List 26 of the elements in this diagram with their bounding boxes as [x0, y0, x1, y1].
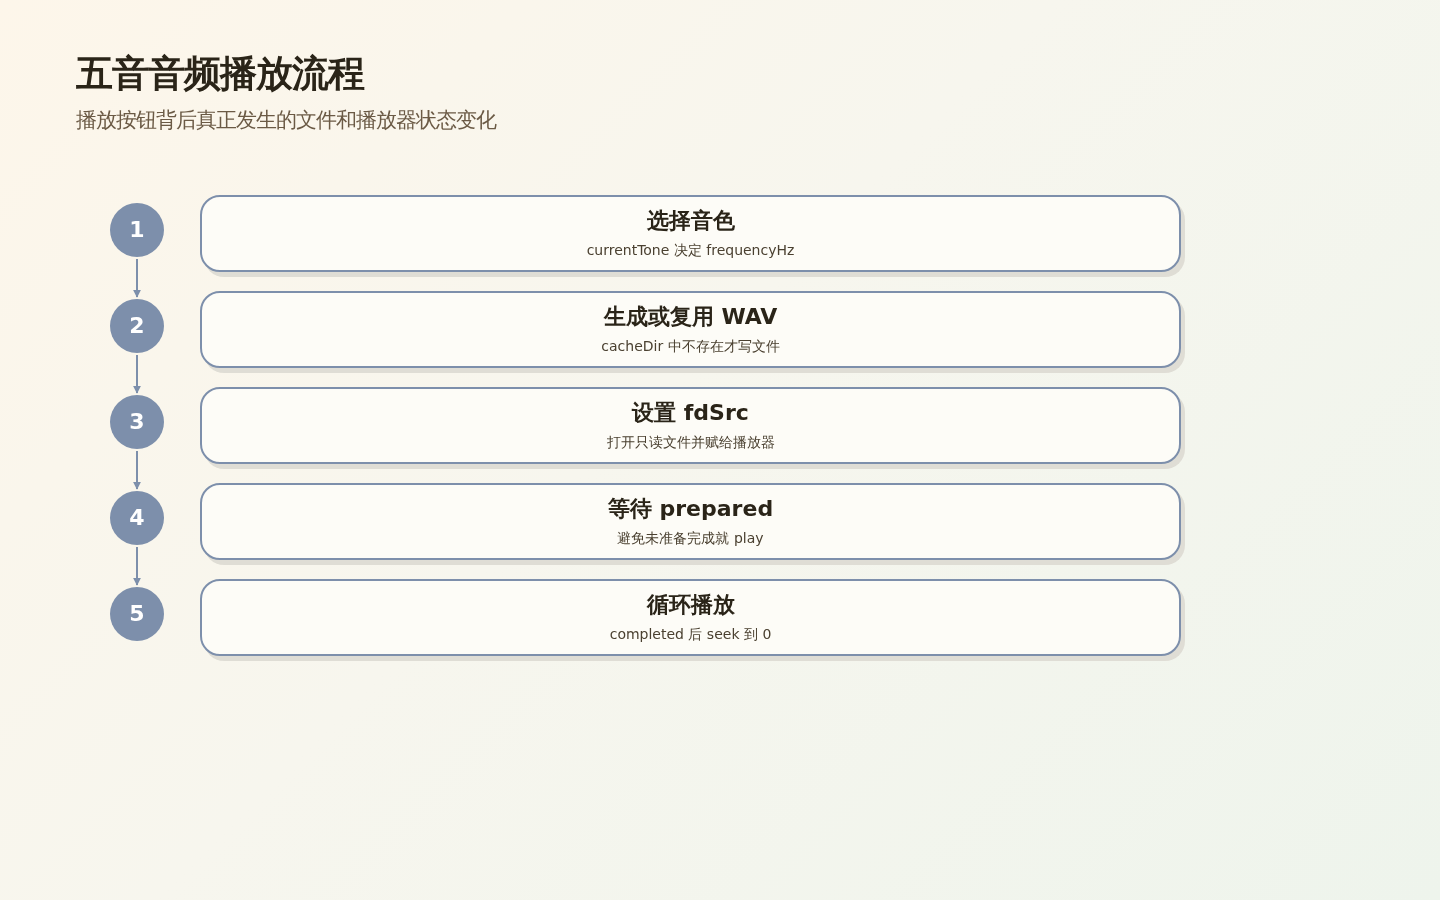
step-number: 5: [129, 603, 145, 625]
step-number: 3: [129, 411, 145, 433]
step-circle: [110, 491, 164, 545]
step-number: 4: [129, 507, 145, 529]
step-description: cacheDir 中不存在才写文件: [601, 338, 780, 356]
arrow: [133, 450, 141, 490]
arrow: [133, 258, 141, 298]
arrow: [133, 354, 141, 394]
step-description: 打开只读文件并赋给播放器: [606, 434, 775, 452]
step-title: 生成或复用 WAV: [603, 303, 778, 331]
step-description: currentTone 决定 frequencyHz: [586, 242, 795, 260]
step-circle: [110, 587, 164, 641]
step-circle: [110, 395, 164, 449]
step-title: 循环播放: [646, 591, 735, 619]
step-number: 1: [129, 219, 145, 241]
step-circle: [110, 203, 164, 257]
subtitle: 播放按钮背后真正发生的文件和播放器状态变化: [76, 108, 496, 134]
step-title: 选择音色: [646, 207, 735, 235]
step-description: 避免未准备完成就 play: [617, 530, 764, 548]
arrow: [133, 546, 141, 586]
step-description: completed 后 seek 到 0: [609, 626, 772, 644]
step-title: 设置 fdSrc: [632, 399, 749, 427]
diagram-title: 五音音频播放流程: [76, 52, 364, 97]
step-title: 等待 prepared: [607, 495, 774, 523]
step-number: 2: [129, 315, 145, 337]
step-circle: [110, 299, 164, 353]
